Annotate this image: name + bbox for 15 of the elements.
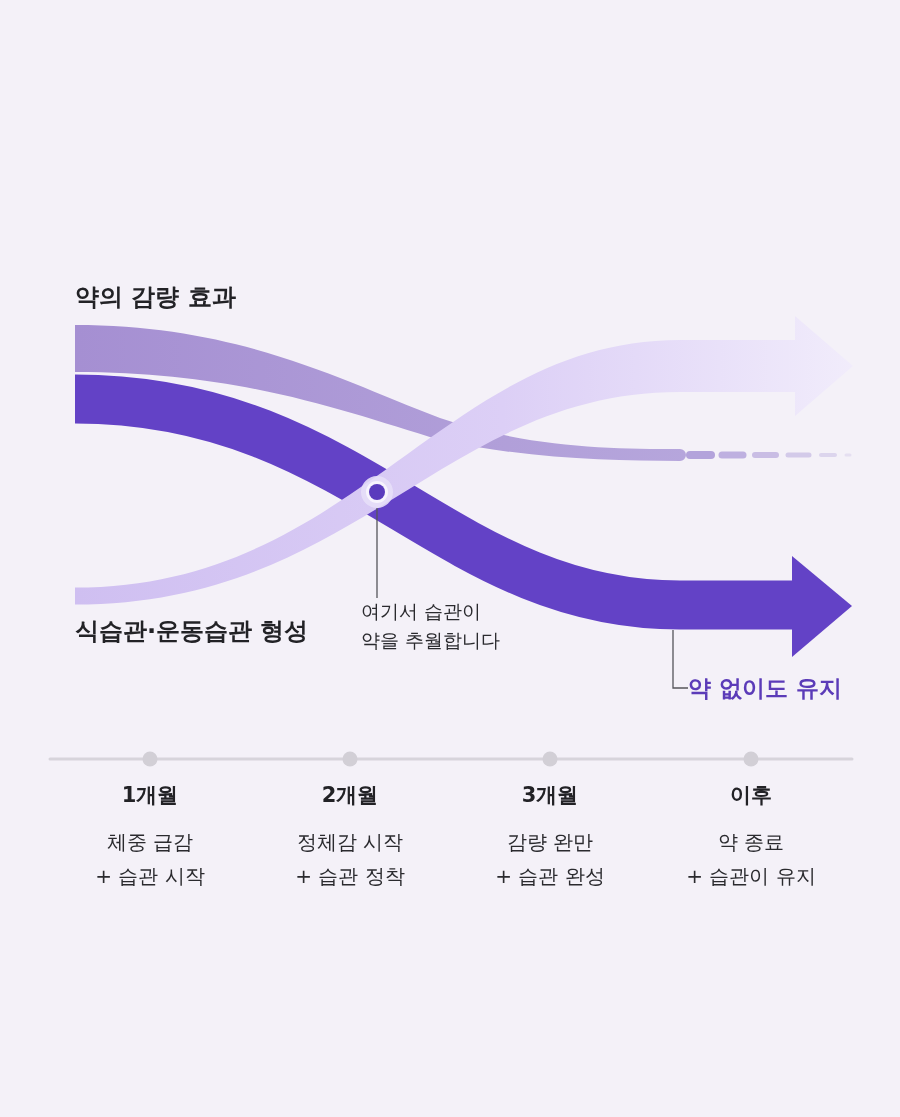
period-label: 3개월: [521, 782, 579, 809]
band-label: 식습관·운동습관 형성: [75, 617, 309, 645]
leader-line: [672, 629, 689, 689]
period-label: 이후: [730, 782, 772, 809]
period-label: 2개월: [321, 782, 379, 809]
leader-line: [376, 507, 378, 599]
period-description: 감량 완만 + 습관 완성: [495, 829, 605, 890]
arrow: [73, 374, 852, 657]
period-description: 체중 급감 + 습관 시작: [95, 829, 205, 890]
band-label: 약의 감량 효과: [75, 283, 236, 311]
period-label: 1개월: [121, 782, 179, 809]
callout-text: 약 없이도 유지: [688, 673, 842, 703]
period-description: 약 종료 + 습관이 유지: [686, 829, 816, 890]
callout-text: 여기서 습관이 약을 추월합니다: [361, 597, 501, 655]
period-description: 정체감 시작 + 습관 정착: [295, 829, 405, 890]
